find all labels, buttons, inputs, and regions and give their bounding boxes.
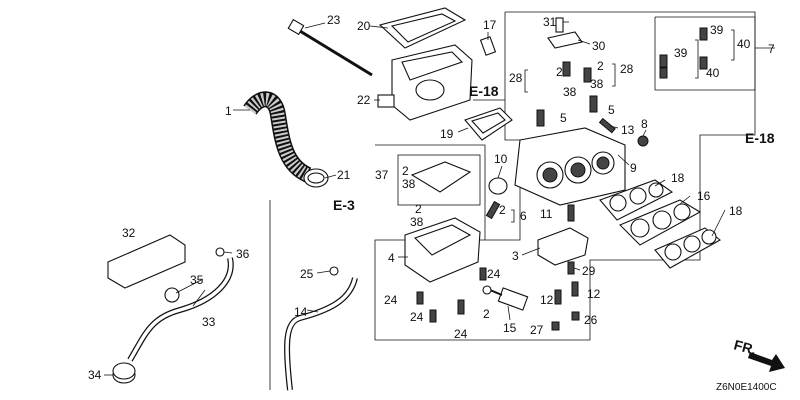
part-16-gasket <box>619 199 702 246</box>
callout-12: 12 <box>540 293 554 307</box>
callout-21: 21 <box>337 168 351 182</box>
callout-33: 33 <box>202 315 216 329</box>
callout-18: 18 <box>729 204 743 218</box>
callout-11: 11 <box>540 207 553 221</box>
callout-17: 17 <box>483 18 497 32</box>
callout-19: 19 <box>440 127 454 141</box>
callout-35: 35 <box>190 273 204 287</box>
part-33-tube <box>127 257 234 362</box>
carburetor-body <box>514 127 626 206</box>
callout-14: 14 <box>294 305 308 319</box>
callout-13: 13 <box>621 123 635 137</box>
fasteners <box>164 17 708 331</box>
part-14-tube <box>284 277 358 391</box>
part-37-gasket <box>410 161 472 193</box>
callout-16: 16 <box>697 189 711 203</box>
callout-39: 39 <box>674 46 688 60</box>
callout-7: 7 <box>768 42 775 56</box>
callouts: 1 2 2 2 2 2 2 3 4 5 5 6 7 8 9 10 11 12 1… <box>88 13 775 382</box>
callout-24: 24 <box>487 267 501 281</box>
callout-8: 8 <box>641 117 648 131</box>
callout-2: 2 <box>415 202 422 216</box>
callout-10: 10 <box>494 152 508 166</box>
callout-5: 5 <box>608 103 615 117</box>
callout-38: 38 <box>402 177 416 191</box>
callout-40: 40 <box>706 66 720 80</box>
part-21-clamp <box>303 168 329 188</box>
diagram-code: Z6N0E1400C <box>716 382 777 393</box>
callout-40: 40 <box>737 37 751 51</box>
callout-2: 2 <box>499 203 506 217</box>
part-19-gasket <box>464 107 513 141</box>
part-1-hose <box>243 91 312 183</box>
callout-9: 9 <box>630 161 637 175</box>
callout-2: 2 <box>402 164 409 178</box>
part-10-ring <box>488 177 508 195</box>
callout-28: 28 <box>509 71 523 85</box>
part-23-bolt <box>287 18 373 77</box>
callout-38: 38 <box>410 215 424 229</box>
callout-24: 24 <box>454 327 468 341</box>
ref-label: E-18 <box>745 130 775 146</box>
callout-25: 25 <box>300 267 314 281</box>
callout-31: 31 <box>543 15 557 29</box>
front-arrow-icon <box>748 352 785 372</box>
callout-2: 2 <box>556 65 563 79</box>
leader-lines <box>104 21 726 376</box>
callout-38: 38 <box>590 77 604 91</box>
callout-3: 3 <box>512 249 519 263</box>
callout-39: 39 <box>710 23 724 37</box>
callout-29: 29 <box>582 264 596 278</box>
callout-30: 30 <box>592 39 606 53</box>
part-18-gasket-top <box>599 179 674 221</box>
callout-18: 18 <box>671 171 685 185</box>
part-4-float-bowl <box>404 217 481 283</box>
callout-12: 12 <box>587 287 601 301</box>
group-brackets <box>511 29 735 223</box>
callout-5: 5 <box>560 111 567 125</box>
callout-32: 32 <box>122 226 136 240</box>
callout-6: 6 <box>520 209 527 223</box>
callout-4: 4 <box>388 251 395 265</box>
callout-1: 1 <box>225 104 232 118</box>
callout-2: 2 <box>483 307 490 321</box>
callout-38: 38 <box>563 85 577 99</box>
part-34-filter <box>112 362 136 384</box>
ref-label: E-3 <box>333 197 355 213</box>
callout-20: 20 <box>357 19 371 33</box>
callout-34: 34 <box>88 368 102 382</box>
callout-28: 28 <box>620 62 634 76</box>
part-22-intake-body <box>377 44 473 121</box>
callout-26: 26 <box>584 313 598 327</box>
callout-24: 24 <box>410 310 424 324</box>
part-20-gasket <box>378 7 467 49</box>
callout-15: 15 <box>503 321 517 335</box>
part-3-float <box>537 227 589 266</box>
front-label: FR. <box>732 336 758 357</box>
callout-24: 24 <box>384 293 398 307</box>
part-15-solenoid <box>489 287 529 311</box>
callout-2: 2 <box>597 59 604 73</box>
ref-label: E-18 <box>469 83 499 99</box>
callout-22: 22 <box>357 93 371 107</box>
part-18-gasket-bottom <box>654 227 721 269</box>
part-32-bracket <box>107 234 186 289</box>
part-17-sleeve <box>479 36 497 56</box>
callout-37: 37 <box>375 168 389 182</box>
callout-27: 27 <box>530 323 544 337</box>
callout-23: 23 <box>327 13 341 27</box>
callout-36: 36 <box>236 247 250 261</box>
